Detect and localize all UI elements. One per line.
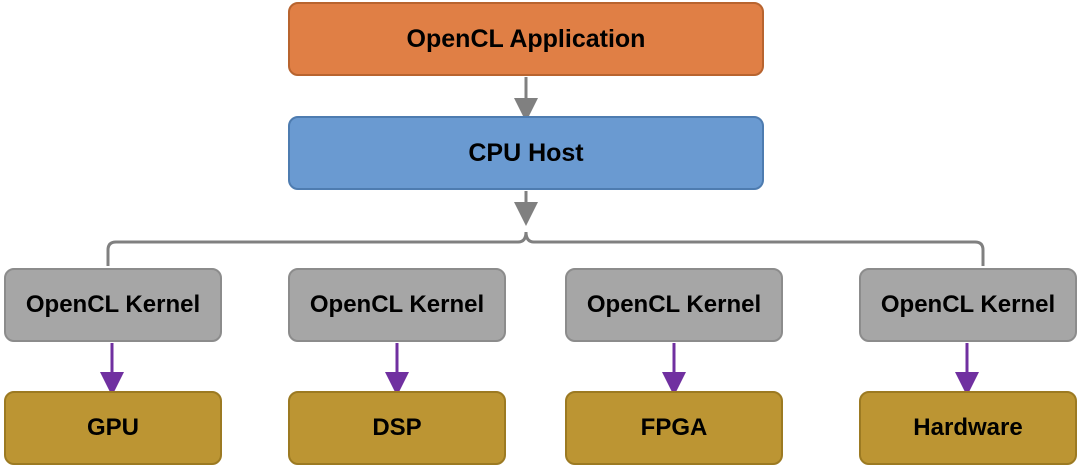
kernel-box-dsp: OpenCL Kernel [288, 268, 506, 342]
kernel-label: OpenCL Kernel [25, 291, 201, 318]
device-label-fpga: FPGA [640, 414, 708, 441]
device-box-dsp: DSP [288, 391, 506, 465]
device-box-hardware: Hardware [859, 391, 1077, 465]
device-label-hardware: Hardware [913, 414, 1023, 441]
opencl-application-label: OpenCL Application [406, 24, 646, 53]
kernel-bracket [106, 231, 985, 266]
kernel-label: OpenCL Kernel [309, 291, 485, 318]
device-label-dsp: DSP [372, 414, 422, 441]
kernel-label: OpenCL Kernel [880, 291, 1056, 318]
kernel-box-hardware: OpenCL Kernel [859, 268, 1077, 342]
device-box-fpga: FPGA [565, 391, 783, 465]
opencl-application-box: OpenCL Application [288, 2, 764, 76]
kernel-label: OpenCL Kernel [586, 291, 762, 318]
device-box-gpu: GPU [4, 391, 222, 465]
device-label-gpu: GPU [86, 414, 139, 441]
kernel-box-fpga: OpenCL Kernel [565, 268, 783, 342]
kernel-box-gpu: OpenCL Kernel [4, 268, 222, 342]
cpu-host-box: CPU Host [288, 116, 764, 190]
cpu-host-label: CPU Host [468, 138, 584, 167]
